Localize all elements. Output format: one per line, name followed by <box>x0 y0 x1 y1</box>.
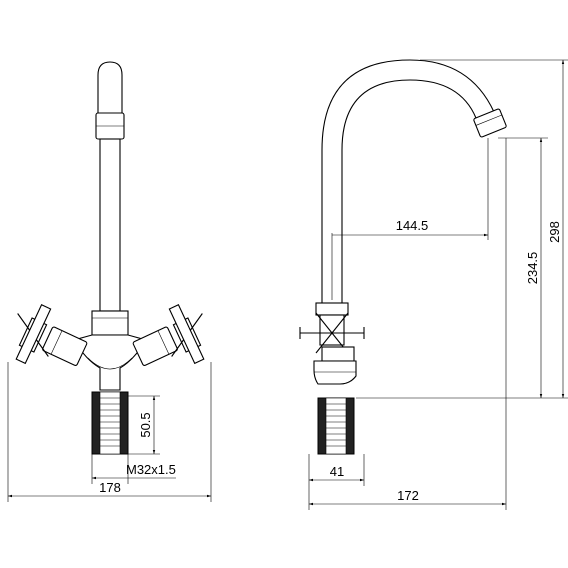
side-threaded-shank <box>317 397 355 455</box>
dim-total-height: 298 <box>547 221 562 243</box>
dim-thread-length: 50.5 <box>138 412 153 437</box>
side-gooseneck-spout <box>321 59 507 303</box>
front-spout <box>95 61 125 312</box>
side-body <box>299 302 365 385</box>
front-dimensions: 50.5 M32x1.5 178 <box>7 362 212 502</box>
side-dimensions: 144.5 234.5 298 41 172 <box>308 59 568 510</box>
dim-total-depth: 172 <box>397 488 419 503</box>
dim-overall-width: 178 <box>99 480 121 495</box>
front-left-handle <box>15 304 88 366</box>
side-view: 144.5 234.5 298 41 172 <box>299 59 568 510</box>
front-body <box>73 310 147 391</box>
dim-base-width: 41 <box>330 464 344 479</box>
front-threaded-shank <box>91 391 129 455</box>
front-right-handle <box>132 304 205 366</box>
front-view: 50.5 M32x1.5 178 <box>7 61 212 502</box>
dim-thread-spec: M32x1.5 <box>126 462 176 477</box>
dim-spout-reach: 144.5 <box>396 218 429 233</box>
dim-spout-height: 234.5 <box>525 252 540 285</box>
